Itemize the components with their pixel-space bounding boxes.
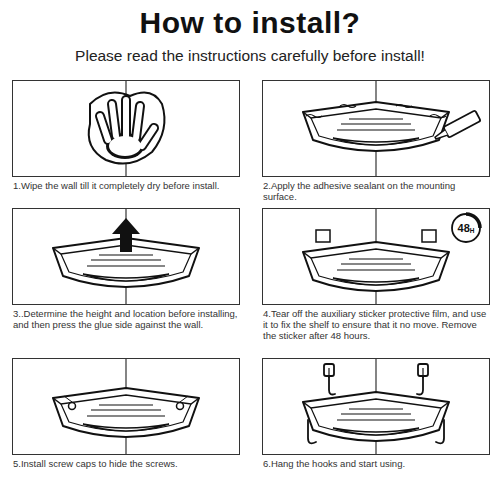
step-caption: 3..Determine the height and location bef… — [13, 308, 239, 330]
hook-shelf — [303, 364, 449, 443]
step-caption: 2.Apply the adhesive sealant on the moun… — [263, 180, 489, 202]
step-panel: 1.Wipe the wall till it completely dry b… — [12, 80, 240, 177]
step-panel: 2.Apply the adhesive sealant on the moun… — [262, 80, 490, 177]
sealant-shelf — [303, 102, 481, 151]
page-title: How to install? — [0, 6, 500, 40]
step-panel: 4.Tear off the auxiliary sticker protect… — [262, 208, 490, 305]
step-caption: 5.Install screw caps to hide the screws. — [13, 458, 239, 469]
screwcap-shelf — [53, 388, 199, 437]
sticker-shelf — [303, 214, 480, 291]
step-caption: 1.Wipe the wall till it completely dry b… — [13, 180, 239, 191]
step-panel: 3..Determine the height and location bef… — [12, 208, 240, 305]
step-caption: 4.Tear off the auxiliary sticker protect… — [263, 308, 489, 341]
press-shelf — [53, 218, 199, 287]
wiping-hand — [89, 92, 165, 163]
subtitle: Please read the instructions carefully b… — [0, 47, 500, 65]
time-unit: H — [470, 227, 475, 234]
step-caption: 6.Hang the hooks and start using. — [263, 458, 489, 469]
step-panel: 5.Install screw caps to hide the screws. — [12, 358, 240, 455]
step-panel: 6.Hang the hooks and start using. — [262, 358, 490, 455]
time-badge: 48 — [458, 222, 470, 234]
